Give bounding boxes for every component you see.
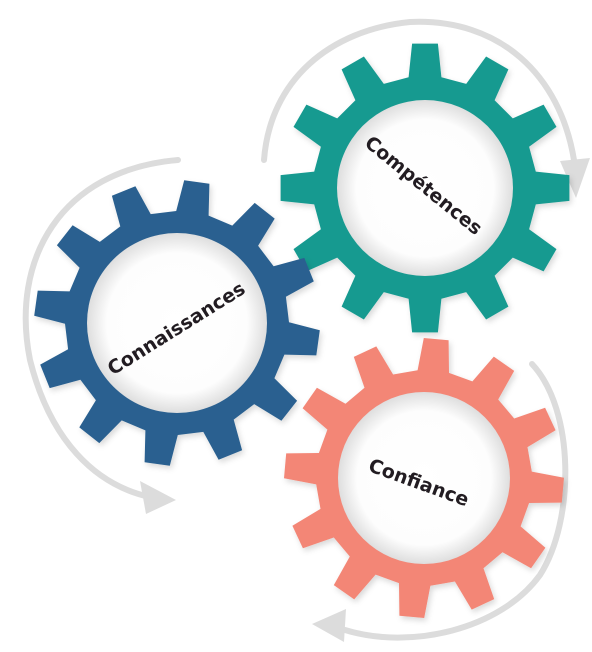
- arrow-bottom-arc: [342, 361, 569, 641]
- cycle-arrows: [22, 18, 590, 642]
- arrow-left-head-icon: [140, 481, 176, 514]
- gear-connaissances: Connaissances: [34, 180, 320, 466]
- gear-confiance-hub: [338, 392, 510, 564]
- arrow-top-head-icon: [560, 158, 590, 198]
- gear-confiance: Confiance: [284, 338, 564, 618]
- gear-connaissances-hub: [87, 233, 267, 413]
- arrow-bottom-head-icon: [312, 609, 346, 642]
- arrow-top-arc: [261, 18, 577, 163]
- arrow-left-arc: [22, 157, 181, 500]
- gear-competences-hub: [337, 100, 513, 276]
- arrow-top: [261, 18, 590, 198]
- arrow-bottom: [312, 361, 569, 642]
- gear-competences: Compétences: [280, 43, 570, 333]
- arrow-left: [22, 157, 181, 514]
